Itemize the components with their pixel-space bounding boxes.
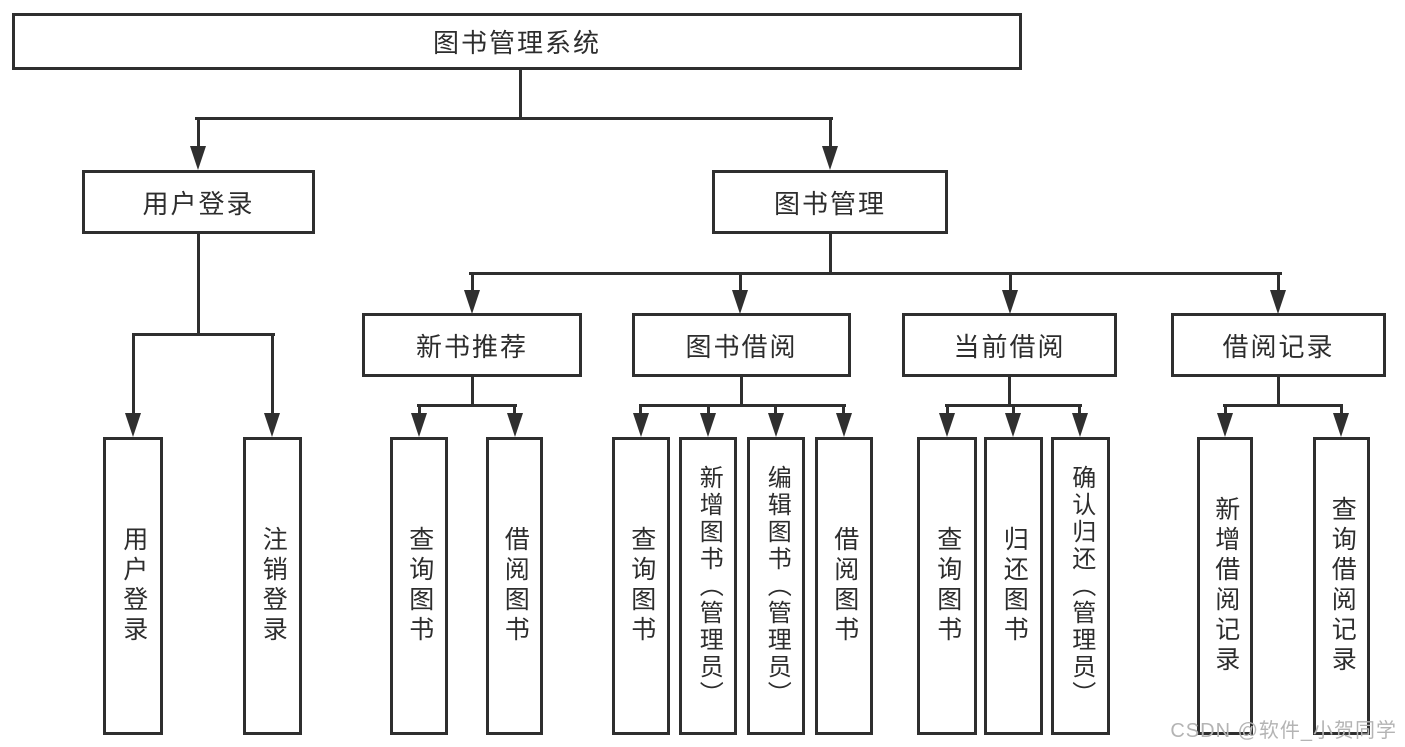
leaf-confirm-return-admin: 确认归还（管理员） <box>1051 437 1110 735</box>
connector-level3-rail <box>469 272 1282 275</box>
leaf-label: 新增借阅记录 <box>1211 496 1240 676</box>
leaf-label: 确认归还（管理员） <box>1067 464 1095 708</box>
connector-borrow-record-stem <box>1277 377 1280 406</box>
connector-drop-leaf <box>1078 404 1081 415</box>
connector-borrow-record-rail <box>1223 404 1343 407</box>
leaf-edit-books-admin: 编辑图书（管理员） <box>747 437 805 735</box>
connector-drop-leaf <box>842 404 845 415</box>
connector-book-borrow-stem <box>740 377 743 406</box>
connector-drop-leaf <box>1340 404 1343 415</box>
connector-drop-new-book <box>471 272 474 291</box>
connector-new-book-stem <box>471 377 474 406</box>
arrowhead-book-mgmt <box>822 146 838 170</box>
connector-user-login-rail <box>132 333 275 336</box>
node-user-login: 用户登录 <box>82 170 315 234</box>
leaf-add-books-admin: 新增图书（管理员） <box>679 437 737 735</box>
connector-current-borrow-stem <box>1008 377 1011 406</box>
arrowhead-book-borrow <box>732 290 748 314</box>
connector-new-book-rail <box>417 404 517 407</box>
arrowhead-leaf <box>1005 413 1021 437</box>
connector-drop-leaf <box>418 404 421 415</box>
leaf-label: 查询图书 <box>627 526 656 646</box>
arrowhead-user-login <box>190 146 206 170</box>
node-current-borrowing: 当前借阅 <box>902 313 1117 377</box>
leaf-query-books-recommend: 查询图书 <box>390 437 448 735</box>
connector-drop-user-login <box>197 117 200 148</box>
connector-drop-login <box>132 333 135 415</box>
node-label: 用户登录 <box>142 188 255 219</box>
connector-drop-leaf <box>1224 404 1227 415</box>
leaf-label: 用户登录 <box>119 526 148 646</box>
arrowhead-leaf <box>1333 413 1349 437</box>
arrowhead-leaf <box>700 413 716 437</box>
arrowhead-leaf <box>507 413 523 437</box>
connector-book-borrow-rail <box>639 404 846 407</box>
leaf-label: 查询图书 <box>933 526 962 646</box>
arrowhead-leaf <box>836 413 852 437</box>
node-label: 借阅记录 <box>1222 331 1335 362</box>
csdn-watermark: CSDN @软件_小贺同学 <box>1170 720 1397 742</box>
node-book-borrowing: 图书借阅 <box>632 313 851 377</box>
node-borrowing-records: 借阅记录 <box>1171 313 1386 377</box>
leaf-borrow-books: 借阅图书 <box>815 437 873 735</box>
leaf-query-books-current: 查询图书 <box>917 437 977 735</box>
arrowhead-leaf <box>411 413 427 437</box>
connector-level2-rail <box>195 117 833 120</box>
connector-root-stem <box>519 70 522 119</box>
node-label: 图书管理 <box>773 188 886 219</box>
connector-drop-leaf <box>1012 404 1015 415</box>
connector-book-mgmt-stem <box>829 234 832 274</box>
leaf-label: 新增图书（管理员） <box>695 464 723 708</box>
connector-drop-leaf <box>707 404 710 415</box>
leaf-logout: 注销登录 <box>243 437 302 735</box>
connector-drop-leaf <box>774 404 777 415</box>
leaf-user-login: 用户登录 <box>103 437 163 735</box>
leaf-query-borrow-record: 查询借阅记录 <box>1313 437 1370 735</box>
connector-drop-current-borrow <box>1009 272 1012 291</box>
node-label: 当前借阅 <box>953 331 1066 362</box>
connector-drop-leaf <box>513 404 516 415</box>
arrowhead-leaf <box>939 413 955 437</box>
arrowhead-leaf <box>768 413 784 437</box>
node-new-book-recommend: 新书推荐 <box>362 313 582 377</box>
leaf-label: 注销登录 <box>259 526 288 646</box>
connector-drop-book-borrow <box>739 272 742 291</box>
arrowhead-current-borrow <box>1002 290 1018 314</box>
leaf-borrow-books-recommend: 借阅图书 <box>486 437 543 735</box>
leaf-label: 编辑图书（管理员） <box>763 464 791 708</box>
connector-drop-logout <box>271 333 274 415</box>
node-book-management: 图书管理 <box>712 170 948 234</box>
arrowhead-new-book <box>464 290 480 314</box>
leaf-query-books-borrowing: 查询图书 <box>612 437 670 735</box>
connector-drop-leaf <box>639 404 642 415</box>
node-label: 新书推荐 <box>415 331 528 362</box>
arrowhead-logout <box>264 413 280 437</box>
arrowhead-leaf <box>1072 413 1088 437</box>
connector-drop-leaf <box>946 404 949 415</box>
leaf-label: 查询图书 <box>405 526 434 646</box>
leaf-label: 借阅图书 <box>501 526 530 646</box>
leaf-add-borrow-record: 新增借阅记录 <box>1197 437 1253 735</box>
arrowhead-leaf <box>633 413 649 437</box>
node-label: 图书管理系统 <box>432 28 601 58</box>
leaf-label: 归还图书 <box>1000 526 1029 646</box>
connector-drop-borrow-record <box>1277 272 1280 291</box>
node-root-library-management-system: 图书管理系统 <box>12 13 1022 70</box>
leaf-label: 查询借阅记录 <box>1328 496 1357 676</box>
connector-drop-book-mgmt <box>829 117 832 148</box>
connector-user-login-stem <box>197 234 200 335</box>
node-label: 图书借阅 <box>685 331 798 362</box>
arrowhead-leaf <box>1217 413 1233 437</box>
arrowhead-borrow-record <box>1270 290 1286 314</box>
arrowhead-login <box>125 413 141 437</box>
leaf-return-books: 归还图书 <box>984 437 1043 735</box>
leaf-label: 借阅图书 <box>830 526 859 646</box>
